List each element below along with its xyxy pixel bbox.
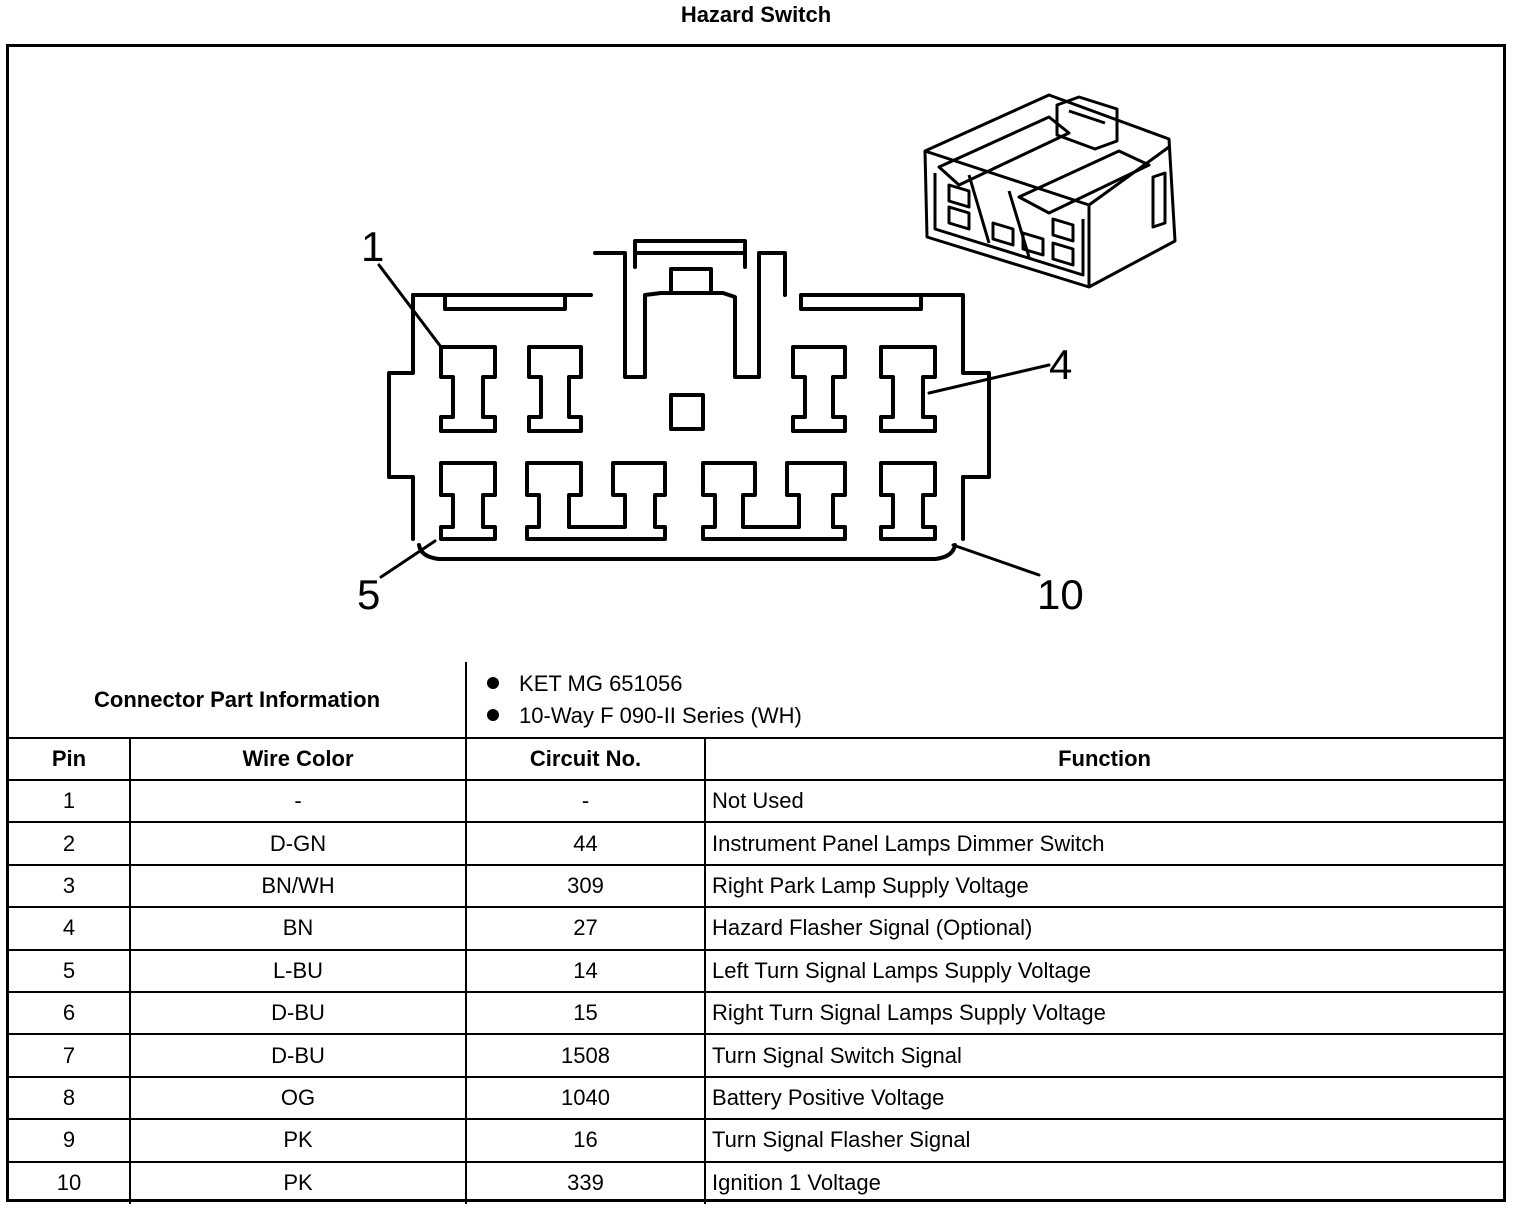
pin-cell: 7 (9, 1033, 131, 1078)
pin-cell: 8 (9, 1075, 131, 1121)
top-rail-right (799, 293, 923, 311)
pinout-table: Connector Part Information KET MG 651056… (9, 662, 1504, 1204)
housing-bottom (417, 543, 957, 561)
function-cell: Ignition 1 Voltage (704, 1160, 1504, 1204)
pin-cell: 9 (9, 1118, 131, 1163)
pin-labels: 1 4 5 10 (357, 223, 1084, 618)
function-cell: Right Turn Signal Lamps Supply Voltage (704, 990, 1504, 1036)
pin-cell: 10 (9, 1160, 131, 1204)
cavity-10 (879, 461, 937, 541)
leader-pin-10 (951, 543, 1041, 577)
pin-cell: 4 (9, 906, 131, 951)
cavity-4 (879, 345, 937, 433)
pin-label-10: 10 (1037, 571, 1084, 618)
function-cell: Hazard Flasher Signal (Optional) (704, 906, 1504, 951)
header-circuit-no: Circuit No. (465, 737, 707, 781)
connector-info-item: KET MG 651056 (487, 668, 1503, 700)
connector-info-values: KET MG 651056 10-Way F 090-II Series (WH… (465, 662, 1504, 739)
connector-3d-illustration (923, 93, 1177, 289)
wire-color-cell: L-BU (128, 948, 468, 993)
cavity-5 (439, 461, 497, 541)
wire-color-cell: PK (128, 1160, 468, 1204)
connector-diagram: 1 4 5 10 (9, 47, 1503, 661)
pin-cell: 6 (9, 990, 131, 1036)
pin-label-1: 1 (361, 223, 384, 270)
circuit-cell: 339 (465, 1160, 707, 1204)
leader-pin-5 (379, 539, 437, 579)
table-header-row: Pin Wire Color Circuit No. Function (9, 737, 1504, 781)
connector-info-item: 10-Way F 090-II Series (WH) (487, 700, 1503, 732)
connector-frame: 1 4 5 10 Connector Part Information KET … (6, 44, 1506, 1204)
circuit-cell: 14 (465, 948, 707, 993)
pin-cell: 2 (9, 821, 131, 866)
wire-color-cell: D-BU (128, 1033, 468, 1078)
housing-outline-left (387, 293, 415, 541)
page-title: Hazard Switch (680, 2, 832, 27)
connector-face-svg: 1 4 5 10 (357, 93, 1177, 618)
function-cell: Instrument Panel Lamps Dimmer Switch (704, 821, 1504, 866)
function-cell: Turn Signal Switch Signal (704, 1033, 1504, 1078)
bullet-icon (487, 676, 500, 689)
pin-cell: 5 (9, 948, 131, 993)
header-function: Function (704, 737, 1504, 781)
circuit-cell: - (465, 780, 707, 824)
function-cell: Right Park Lamp Supply Voltage (704, 863, 1504, 909)
cavity-1 (439, 345, 497, 433)
header-pin: Pin (9, 737, 131, 781)
circuit-cell: 15 (465, 990, 707, 1036)
center-key (669, 393, 705, 431)
function-cell: Turn Signal Flasher Signal (704, 1118, 1504, 1163)
cavity-2 (527, 345, 583, 433)
circuit-cell: 16 (465, 1118, 707, 1163)
pin-label-5: 5 (357, 571, 380, 618)
latch-body (593, 251, 787, 379)
wire-color-cell: D-GN (128, 821, 468, 866)
wire-color-cell: PK (128, 1118, 468, 1163)
circuit-cell: 309 (465, 863, 707, 909)
header-wire-color: Wire Color (128, 737, 468, 781)
pin-cell: 3 (9, 863, 131, 909)
table-row: 1--Not Used (9, 780, 1504, 824)
pin-label-4: 4 (1049, 341, 1072, 388)
leader-pin-1 (377, 263, 443, 349)
cavity-8-9 (701, 461, 847, 541)
latch-window (669, 267, 713, 295)
pin-cell: 1 (9, 780, 131, 824)
function-cell: Battery Positive Voltage (704, 1075, 1504, 1121)
circuit-cell: 44 (465, 821, 707, 866)
wire-color-cell: - (128, 780, 468, 824)
cavity-6-7 (525, 461, 667, 541)
wire-color-cell: BN/WH (128, 863, 468, 909)
circuit-cell: 1508 (465, 1033, 707, 1078)
function-cell: Not Used (704, 780, 1504, 824)
wire-color-cell: D-BU (128, 990, 468, 1036)
leader-pin-4 (927, 363, 1051, 395)
bullet-icon (487, 708, 500, 721)
wire-color-cell: BN (128, 906, 468, 951)
connector-info-row: Connector Part Information KET MG 651056… (9, 662, 1504, 739)
function-cell: Left Turn Signal Lamps Supply Voltage (704, 948, 1504, 993)
circuit-cell: 1040 (465, 1075, 707, 1121)
wire-color-cell: OG (128, 1075, 468, 1121)
circuit-cell: 27 (465, 906, 707, 951)
connector-info-label: Connector Part Information (9, 662, 468, 739)
cavity-3 (791, 345, 847, 433)
top-rail-left (443, 293, 567, 311)
